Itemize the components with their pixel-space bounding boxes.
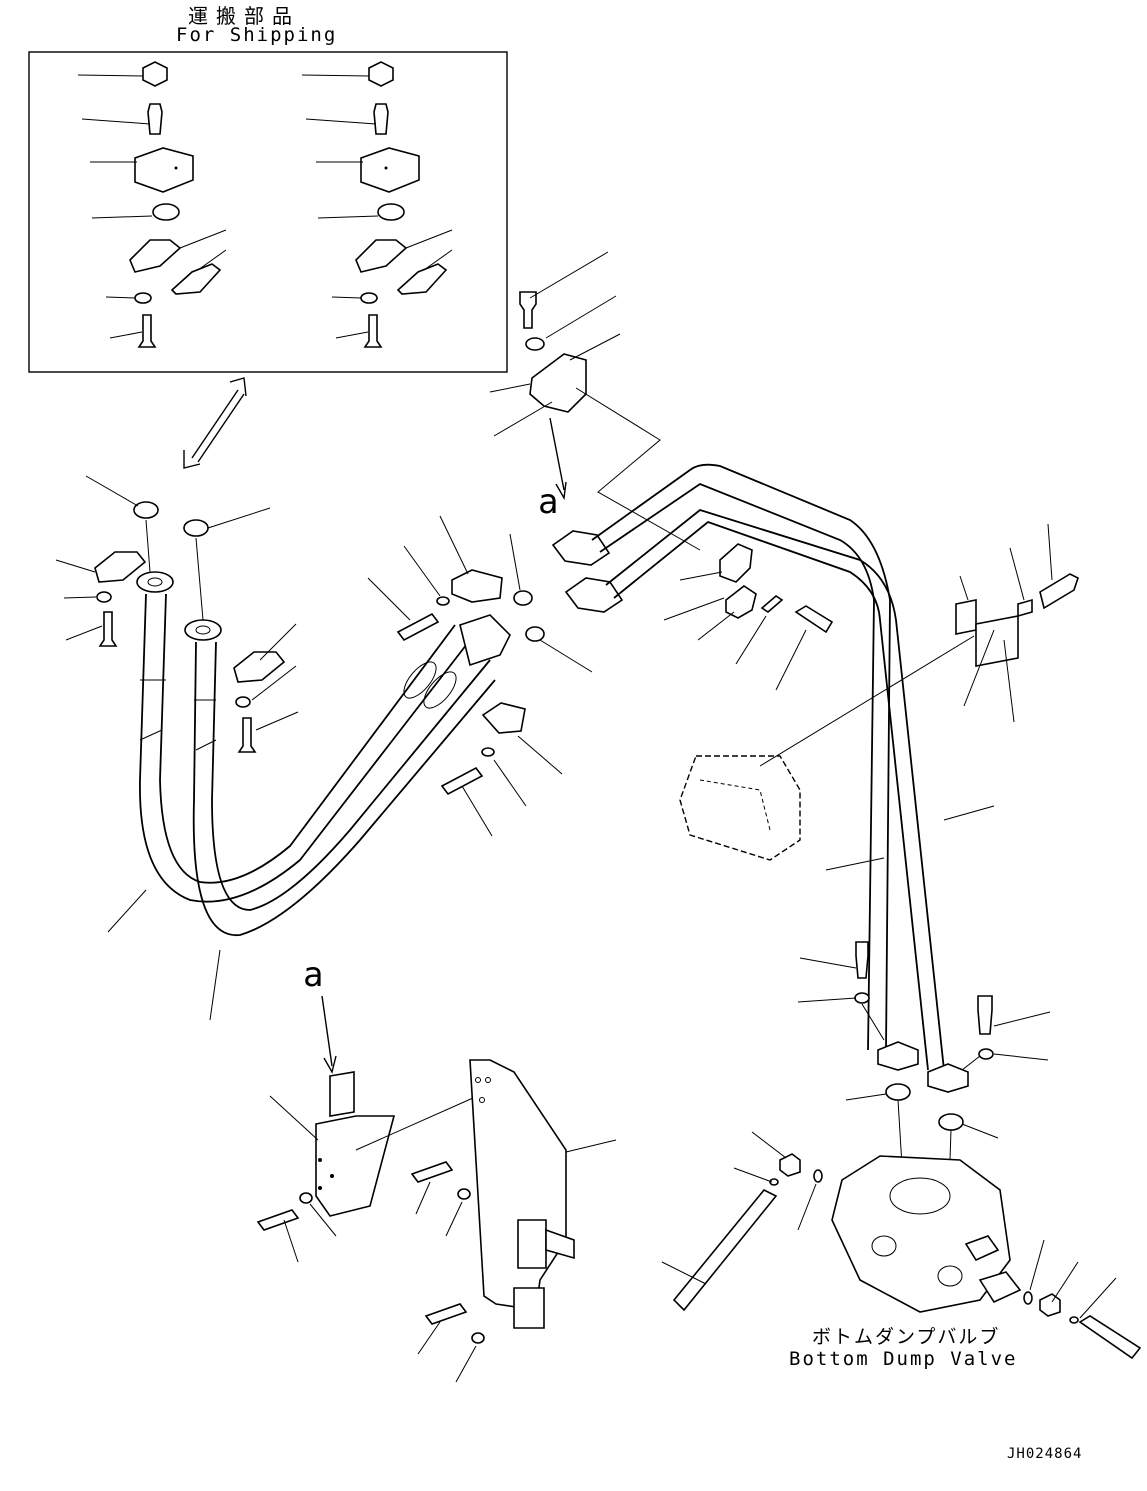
bottom-dump-valve bbox=[661, 1131, 1142, 1360]
shipping-parts-left bbox=[77, 61, 227, 348]
for-shipping-title-en: For Shipping bbox=[176, 24, 338, 46]
tube-clamp bbox=[663, 543, 834, 691]
tall-bracket bbox=[410, 1059, 617, 1383]
steel-tubes bbox=[551, 463, 995, 1093]
view-marker-upper: a bbox=[538, 482, 559, 522]
hose-assemblies bbox=[136, 571, 511, 936]
figure-number: JH024864 bbox=[1007, 1446, 1083, 1462]
double-arrow-icon bbox=[183, 377, 247, 469]
lower-bracket bbox=[256, 995, 483, 1263]
upper-clamp-bracket bbox=[489, 251, 701, 551]
lower-right-fasteners bbox=[797, 941, 1051, 1167]
for-shipping-title-jp: 運搬部品 bbox=[188, 4, 300, 28]
valve-label-jp: ボトムダンプバルブ bbox=[812, 1326, 1001, 1348]
center-clamps bbox=[367, 515, 593, 837]
valve-label-en: Bottom Dump Valve bbox=[789, 1348, 1018, 1370]
frame-phantom bbox=[679, 755, 801, 861]
view-marker-lower: a bbox=[303, 955, 324, 995]
shipping-parts-right bbox=[301, 61, 453, 348]
right-side-bracket bbox=[759, 523, 1079, 767]
left-fittings bbox=[55, 475, 299, 1021]
shipping-parts-box bbox=[28, 51, 508, 373]
